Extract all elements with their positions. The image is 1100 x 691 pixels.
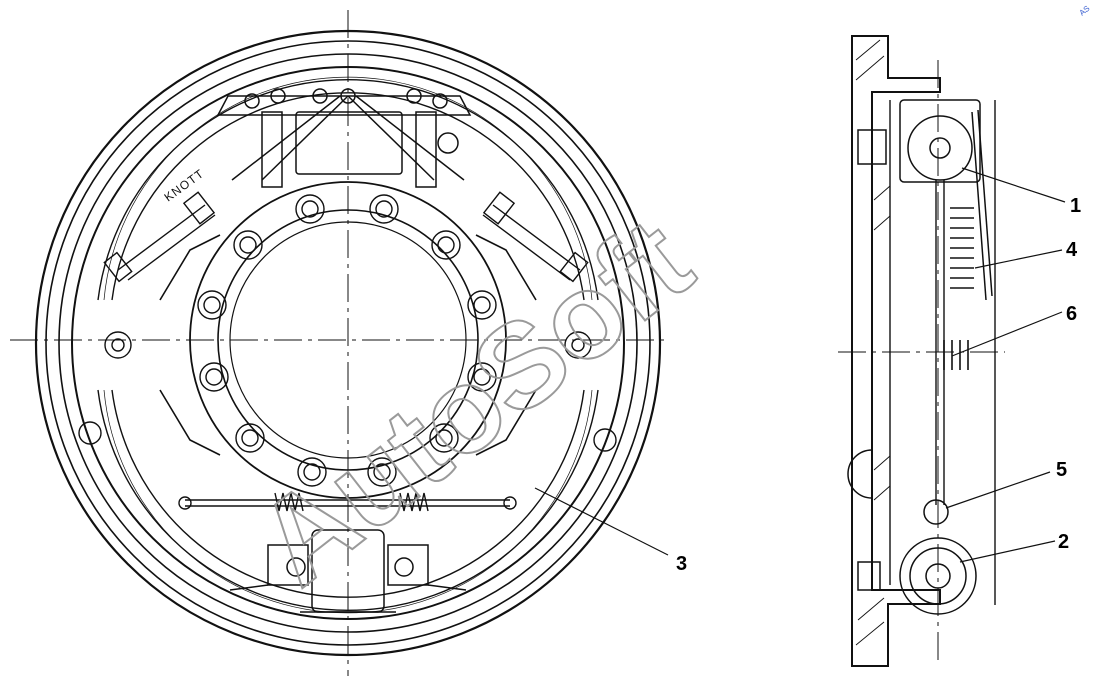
hub-flange-inner — [217, 209, 479, 471]
dust-cap — [847, 449, 873, 499]
upper-brake-shoe — [97, 78, 599, 301]
adjuster-gear-2 — [857, 537, 977, 615]
lower-return-spring — [178, 492, 517, 512]
return-spring-4 — [950, 207, 974, 289]
shoe-link-left — [103, 191, 216, 283]
side-leaders — [945, 167, 1066, 563]
shoe-link-right — [482, 191, 589, 283]
backing-plate-edge — [71, 66, 625, 620]
lower-brake-shoe — [97, 389, 599, 612]
callout-3: 3 — [676, 553, 687, 575]
drum-rim-3 — [58, 53, 638, 633]
watermark-text: AutoSoft — [234, 193, 716, 610]
drum-outer-rim — [34, 29, 662, 657]
callout-6: 6 — [1066, 303, 1077, 325]
roller-5 — [923, 499, 949, 525]
flange-lobe-right — [475, 234, 537, 456]
section-hatching — [855, 39, 891, 646]
cam-assembly — [857, 99, 993, 301]
lower-brake-shoe-inner — [111, 389, 585, 598]
knott-inscription: KNOTT — [162, 166, 207, 204]
side-center-lines — [838, 60, 1005, 660]
wheel-stud-bolts — [197, 194, 497, 487]
callout-5: 5 — [1056, 459, 1067, 481]
callout-1: 1 — [1070, 195, 1081, 217]
callout-4: 4 — [1066, 239, 1078, 261]
top-expander-housing — [216, 88, 472, 188]
side-view — [838, 35, 1066, 667]
hub-bore — [229, 221, 467, 459]
hold-down-pins — [78, 331, 617, 452]
bottom-anchor-block — [229, 529, 467, 613]
hub-flange-outer — [189, 181, 507, 499]
lining-hatch — [103, 76, 593, 614]
drum-rim-2 — [45, 40, 651, 646]
callout-2: 2 — [1058, 531, 1069, 553]
corner-mark: AS — [1078, 4, 1092, 18]
spring-6 — [943, 340, 969, 370]
flange-lobe-left — [159, 234, 221, 456]
front-view — [10, 10, 670, 676]
upper-brake-shoe-inner — [111, 92, 585, 301]
leader-3 — [534, 487, 669, 556]
